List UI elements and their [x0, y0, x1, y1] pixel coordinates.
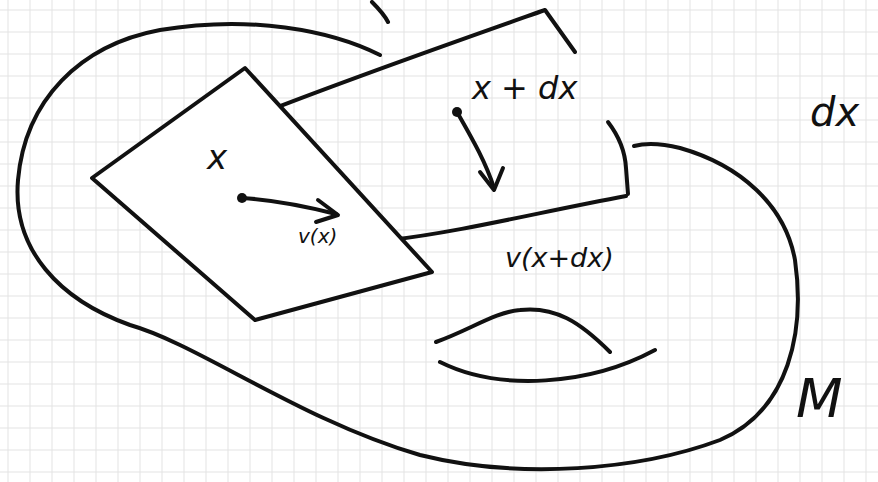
math-label: v(x+dx): [505, 244, 614, 271]
math-label: v(x): [298, 226, 337, 246]
tangent-plane: x v(x): [90, 65, 435, 323]
math-label: x: [207, 140, 227, 174]
math-label: x + dx: [472, 72, 577, 104]
math-label: M: [796, 372, 843, 426]
math-label: dx: [810, 92, 859, 132]
outline-drawing: [90, 65, 435, 323]
